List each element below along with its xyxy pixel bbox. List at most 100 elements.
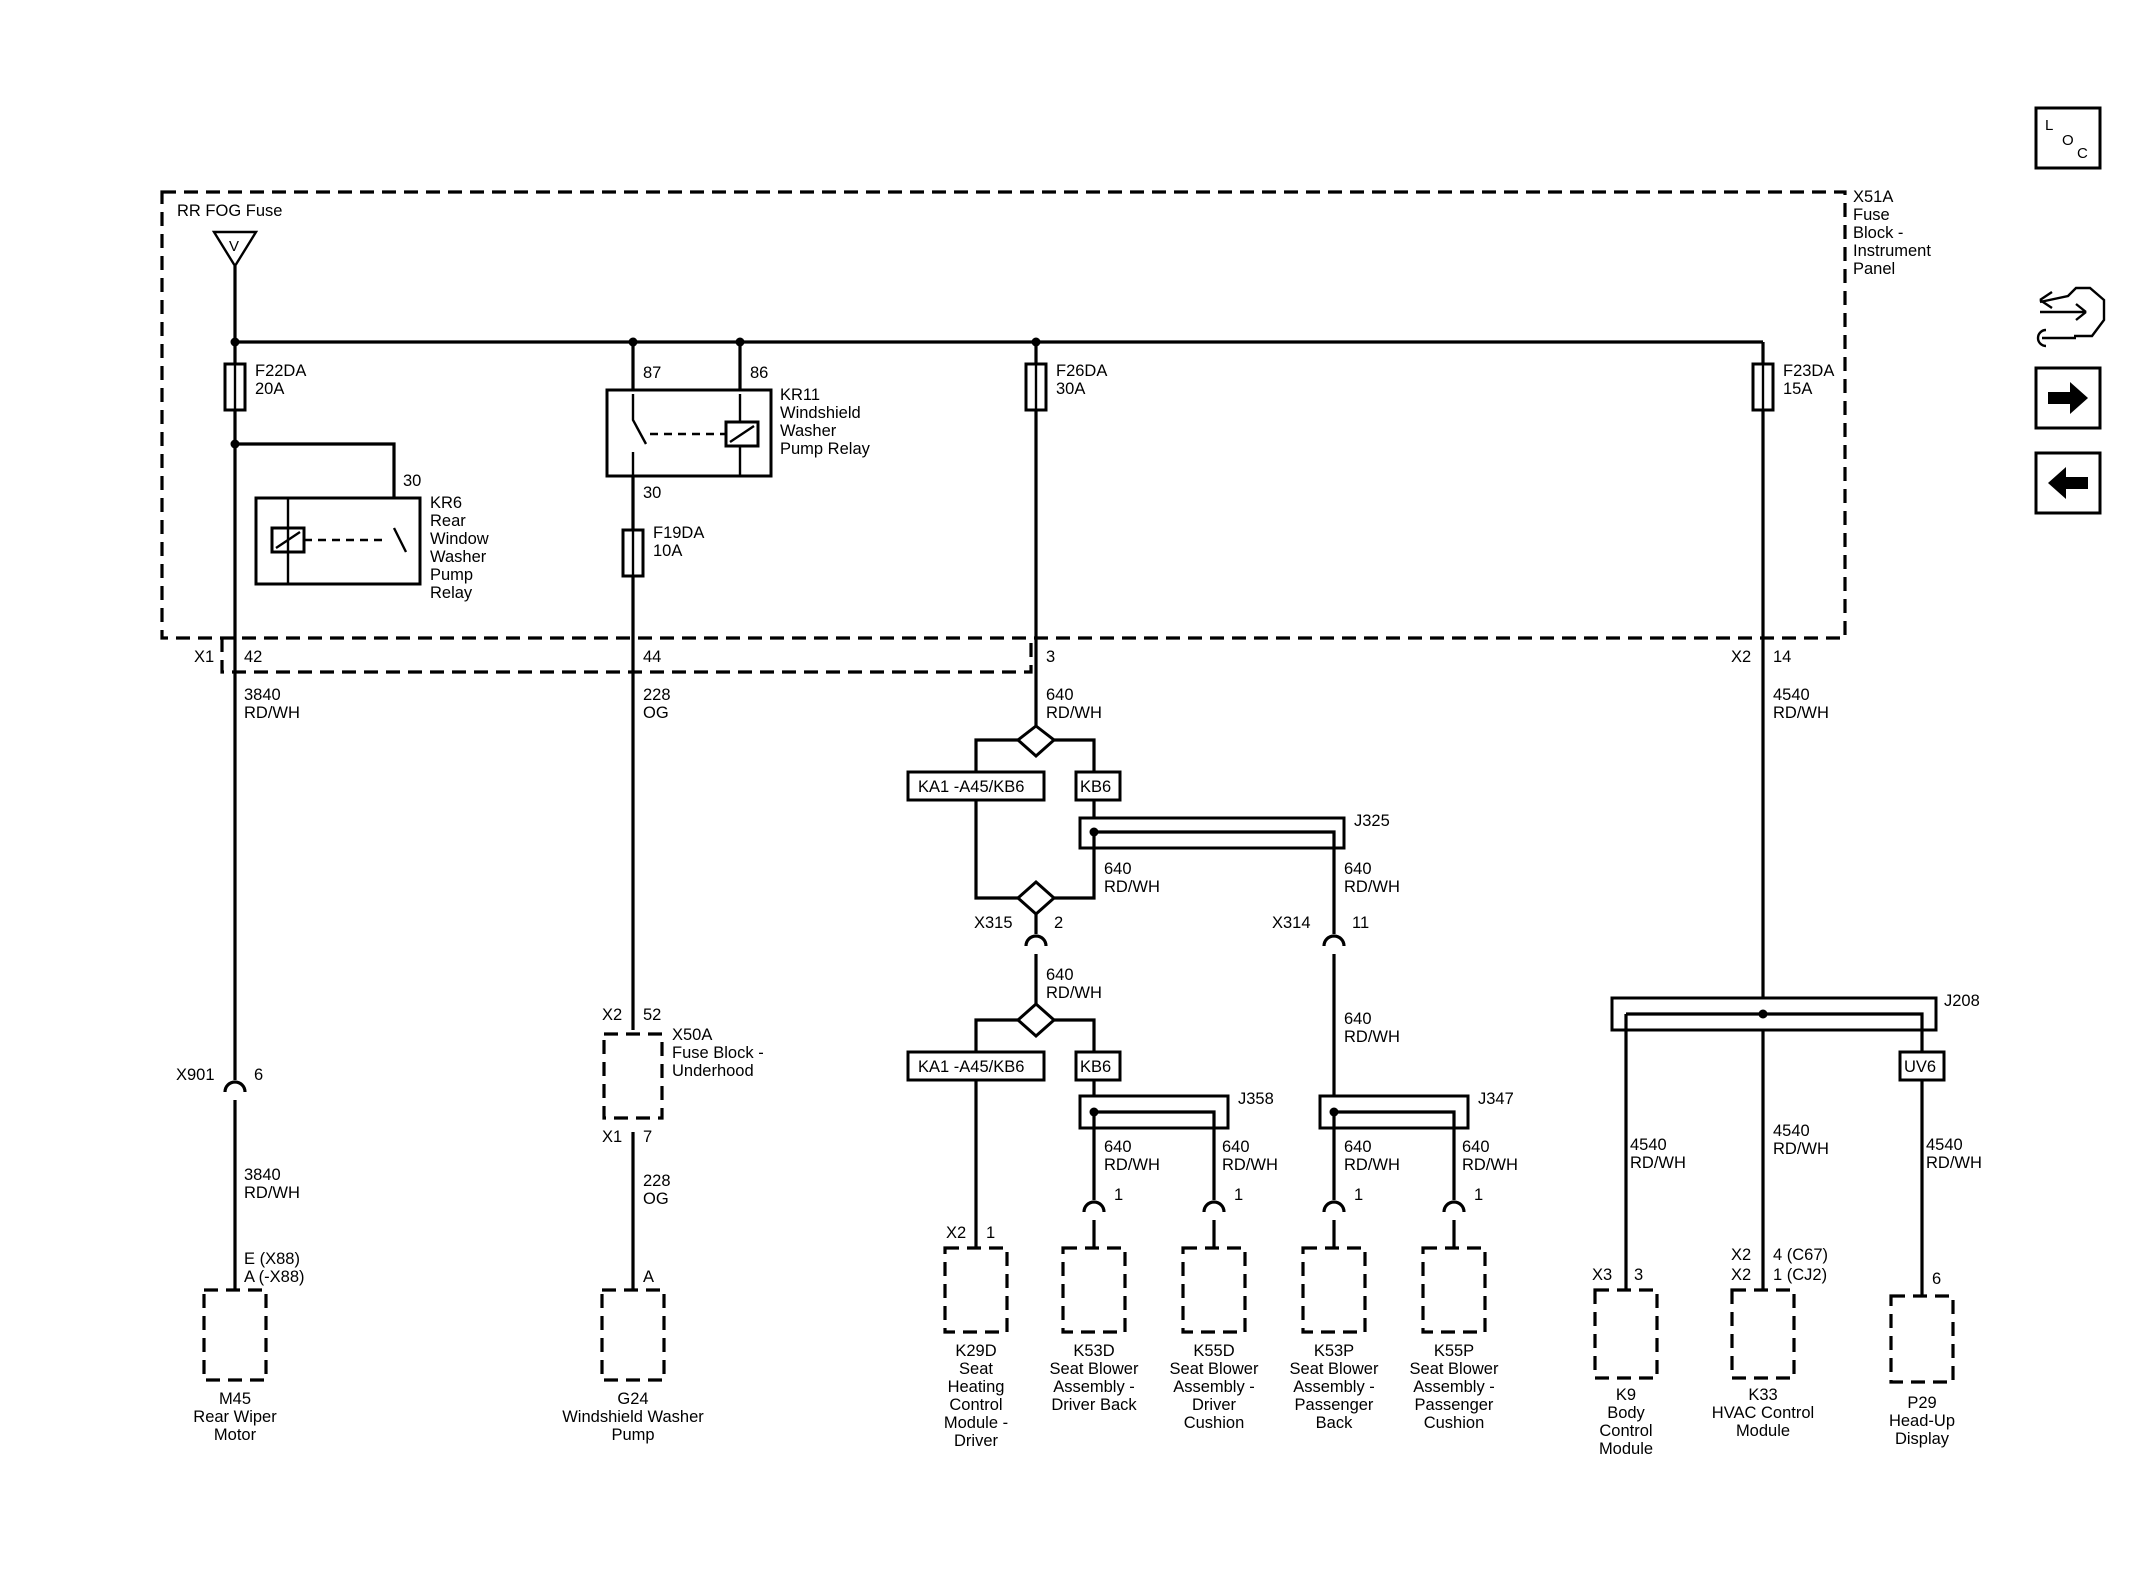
component-k53p-name-2: Assembly - (1293, 1378, 1375, 1396)
fuse-block-name-4: Panel (1853, 260, 1895, 278)
relay-kr11-label-4: Pump Relay (780, 440, 871, 458)
wire-228-num-a: 228 (643, 686, 671, 704)
component-k29d: K29D Seat Heating Control Module - Drive… (943, 1246, 1009, 1450)
component-g24-id: G24 (617, 1390, 648, 1408)
wire-228-color-b: OG (643, 1190, 669, 1208)
connector-k53p-pin: 1 (1354, 1186, 1363, 1204)
loc-button[interactable]: L O C (2034, 106, 2102, 170)
wire-4540-color-d: RD/WH (1926, 1154, 1982, 1172)
connector-k33-pin2: 1 (CJ2) (1773, 1266, 1827, 1284)
connector-x50a-x1: X1 (602, 1128, 622, 1146)
wire-640-color-e: RD/WH (1344, 1028, 1400, 1046)
relay-kr6: 30 KR6 Rear Window Washer Pump Relay (235, 442, 489, 602)
splice-j208-label: J208 (1944, 992, 1980, 1010)
component-k9: K9 Body Control Module (1593, 1288, 1659, 1458)
component-k55p-name-1: Seat Blower (1410, 1360, 1499, 1378)
fuse-block-underhood-name-1: Fuse Block - (672, 1044, 764, 1062)
wire-640-color-i: RD/WH (1462, 1156, 1518, 1174)
power-source-rr-fog-fuse: RR FOG Fuse V (177, 202, 282, 269)
wire-3840-color-a: RD/WH (244, 704, 300, 722)
connector-k33-conn1: X2 (1731, 1246, 1751, 1264)
component-k55p-id: K55P (1434, 1342, 1474, 1360)
fuse-block-name-2: Block - (1853, 224, 1903, 242)
component-k33-name-2: Module (1736, 1422, 1790, 1440)
option-ka1-top: KA1 -A45/KB6 (918, 778, 1024, 796)
connector-x901-label: X901 (176, 1066, 215, 1084)
component-k29d-id: K29D (955, 1342, 996, 1360)
component-k9-name-2: Control (1599, 1422, 1652, 1440)
relay-kr11-pin86: 86 (750, 364, 768, 382)
component-k29d-name-2: Heating (948, 1378, 1005, 1396)
component-k55d: K55D Seat Blower Assembly - Driver Cushi… (1170, 1246, 1259, 1432)
connector-view-icon[interactable] (2036, 286, 2106, 348)
component-m45: M45 Rear Wiper Motor (193, 1288, 277, 1444)
wire-640-color-h: RD/WH (1344, 1156, 1400, 1174)
component-g24-name-2: Pump (611, 1426, 654, 1444)
relay-kr6-label-2: Rear (430, 512, 466, 530)
connector-x315-label: X315 (974, 914, 1013, 932)
component-k9-name-1: Body (1607, 1404, 1645, 1422)
connector-x901-pin: 6 (254, 1066, 263, 1084)
wire-640-num-c: 640 (1344, 860, 1372, 878)
component-m45-name-1: Rear Wiper (193, 1408, 277, 1426)
fuse-f19da-rating: 10A (653, 542, 682, 560)
next-page-button[interactable] (2034, 366, 2102, 430)
wire-640-num-e: 640 (1344, 1010, 1372, 1028)
component-p29-name-1: Head-Up (1889, 1412, 1955, 1430)
splice-j325-label: J325 (1354, 812, 1390, 830)
power-bus (230, 266, 1765, 394)
component-k55p: K55P Seat Blower Assembly - Passenger Cu… (1410, 1246, 1499, 1432)
connector-k33-conn2: X2 (1731, 1266, 1751, 1284)
fuse-block-instrument-panel: X51A Fuse Block - Instrument Panel (160, 188, 1931, 674)
wire-640-color-f: RD/WH (1104, 1156, 1160, 1174)
connector-k33-pin1: 4 (C67) (1773, 1246, 1828, 1264)
wire-228-num-b: 228 (643, 1172, 671, 1190)
connector-x1-pin44: 44 (643, 648, 661, 666)
connector-x50a-pin7: 7 (643, 1128, 652, 1146)
relay-kr11-label-1: KR11 (780, 386, 820, 404)
component-k9-id: K9 (1616, 1386, 1636, 1404)
wire-640-num-a: 640 (1046, 686, 1074, 704)
connector-x901: X901 6 E (X88) A (-X88) (176, 1066, 305, 1290)
connector-x50a-x2: X2 (602, 1006, 622, 1024)
component-k53d-name-2: Assembly - (1053, 1378, 1135, 1396)
relay-kr11-pin30: 30 (643, 484, 661, 502)
fuse-block-name-1: Fuse (1853, 206, 1890, 224)
fuse-block-id: X51A (1853, 188, 1893, 206)
fuse-block-underhood-id: X50A (672, 1026, 712, 1044)
component-k33-id: K33 (1748, 1386, 1777, 1404)
connector-k55p-pin: 1 (1474, 1186, 1483, 1204)
loc-letter-c: C (2077, 145, 2088, 162)
wire-640-num-i: 640 (1462, 1138, 1490, 1156)
component-m45-id: M45 (219, 1390, 251, 1408)
previous-page-button[interactable] (2034, 451, 2102, 515)
fuse-f23da-rating: 15A (1783, 380, 1812, 398)
component-k53d-id: K53D (1073, 1342, 1114, 1360)
component-k53p-name-1: Seat Blower (1290, 1360, 1379, 1378)
fuse-block-underhood-name-2: Underhood (672, 1062, 754, 1080)
relay-kr6-pin: 30 (403, 472, 421, 490)
fuse-f23da: F23DA 15A (1751, 362, 1834, 1290)
wire-640-color-d: RD/WH (1046, 984, 1102, 1002)
component-m45-name-2: Motor (214, 1426, 257, 1444)
splice-j358: J358 (1078, 1090, 1274, 1200)
power-source-symbol: V (229, 238, 239, 255)
loc-letter-l: L (2045, 117, 2053, 134)
fuse-block-connector-pins: X1 42 44 3 X2 14 (194, 648, 1791, 666)
wire-640-color-g: RD/WH (1222, 1156, 1278, 1174)
option-uv6: UV6 (1904, 1058, 1936, 1076)
fuse-f19da: F19DA 10A (621, 476, 704, 1290)
component-k29d-name-3: Control (949, 1396, 1002, 1414)
component-p29: P29 Head-Up Display (1889, 1294, 1955, 1448)
relay-kr6-label-5: Pump (430, 566, 473, 584)
connector-x2-pin14: 14 (1773, 648, 1791, 666)
fuse-f26da: F26DA 30A (1024, 362, 1107, 726)
connector-x1-pin42: 42 (244, 648, 262, 666)
fuse-f26da-id: F26DA (1056, 362, 1107, 380)
wire-4540-color-a: RD/WH (1773, 704, 1829, 722)
connector-x1-label: X1 (194, 648, 214, 666)
seat-blower-connectors: 1 1 1 1 X2 1 (946, 1186, 1483, 1248)
component-k29d-name-5: Driver (954, 1432, 999, 1450)
fuse-f26da-rating: 30A (1056, 380, 1085, 398)
wire-3840-num-a: 3840 (244, 686, 281, 704)
